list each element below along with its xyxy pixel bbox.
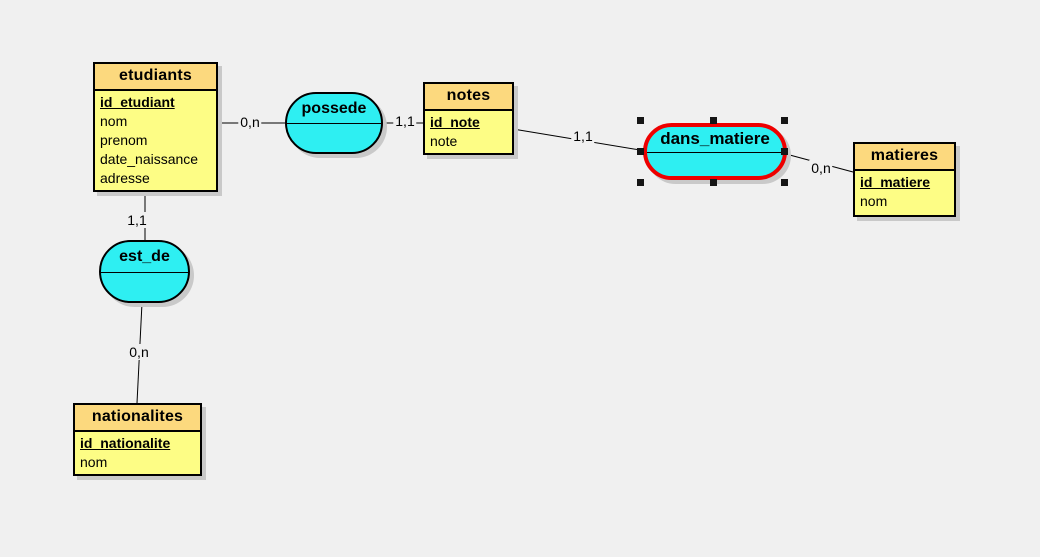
entity-matieres-attributes: id_matiere nom [855, 171, 954, 213]
entity-notes-title: notes [425, 84, 512, 111]
attribute-row: note [430, 133, 458, 149]
selection-handle-bottom-left[interactable] [637, 179, 644, 186]
selection-handle-mid-left[interactable] [637, 148, 644, 155]
entity-nationalites-title: nationalites [75, 405, 200, 432]
entity-nationalites[interactable]: nationalites id_nationalite nom [73, 403, 202, 476]
relationship-dans_matiere-label: dans_matiere [660, 129, 770, 149]
attribute-row: date_naissance [100, 151, 199, 167]
entity-notes[interactable]: notes id_note note [423, 82, 514, 155]
entity-etudiants[interactable]: etudiants id_etudiant nom prenom date_na… [93, 62, 218, 192]
selection-handle-top-right[interactable] [781, 117, 788, 124]
attribute-row: id_matiere [860, 174, 931, 190]
relationship-possede[interactable]: possede [285, 92, 383, 154]
selection-handle-top-center[interactable] [710, 117, 717, 124]
selection-handle-bottom-center[interactable] [710, 179, 717, 186]
entity-notes-attributes: id_note note [425, 111, 512, 153]
cardinality-etudiants-possede: 0,n [238, 114, 262, 130]
relationship-dans_matiere[interactable]: dans_matiere [643, 123, 787, 180]
attribute-row: id_note [430, 114, 480, 130]
attribute-row: nom [80, 454, 108, 470]
relationship-possede-label: possede [301, 99, 367, 117]
attribute-row: id_nationalite [80, 435, 171, 451]
entity-matieres-title: matieres [855, 144, 954, 171]
relationship-est_de-label: est_de [119, 247, 170, 265]
entity-etudiants-attributes: id_etudiant nom prenom date_naissance ad… [95, 91, 216, 190]
selection-handle-mid-right[interactable] [781, 148, 788, 155]
relationship-separator [101, 271, 188, 273]
attribute-row: id_etudiant [100, 94, 175, 110]
cardinality-etudiants-est_de: 1,1 [125, 212, 149, 228]
attribute-row: adresse [100, 170, 150, 186]
relationship-est_de[interactable]: est_de [99, 240, 190, 303]
attribute-row: prenom [100, 132, 148, 148]
cardinality-possede-notes: 1,1 [393, 113, 417, 129]
selection-handle-bottom-right[interactable] [781, 179, 788, 186]
entity-etudiants-title: etudiants [95, 64, 216, 91]
cardinality-notes-dans_matiere: 1,1 [571, 128, 595, 144]
relationship-separator [287, 123, 381, 124]
cardinality-est_de-nationalites: 0,n [127, 344, 151, 360]
relationship-separator [647, 151, 783, 153]
attribute-row: nom [100, 113, 128, 129]
attribute-row: nom [860, 193, 888, 209]
entity-nationalites-attributes: id_nationalite nom [75, 432, 200, 474]
entity-matieres[interactable]: matieres id_matiere nom [853, 142, 956, 217]
selection-handle-top-left[interactable] [637, 117, 644, 124]
cardinality-dans_matiere-matieres: 0,n [809, 160, 833, 176]
